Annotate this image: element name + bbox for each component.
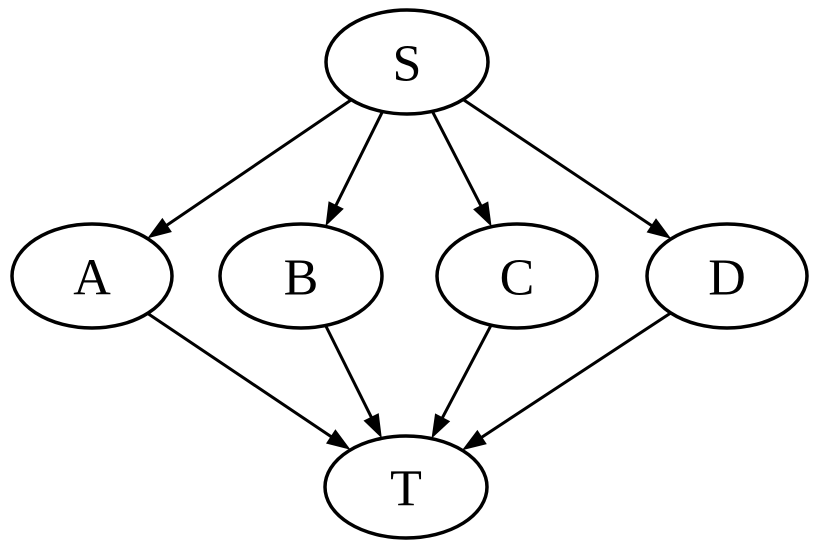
node-A: A [10,222,174,330]
node-D: D [645,222,809,330]
node-label-T: T [390,461,422,518]
edge-S-A [164,98,353,228]
node-label-C: C [500,250,535,307]
node-T: T [323,434,489,540]
node-ellipse-T [323,434,489,540]
node-ellipse-S [324,8,490,116]
edge-S-C [431,110,483,208]
node-ellipse-B [218,222,384,330]
arrowhead-C-T [431,413,451,439]
node-label-S: S [393,36,422,93]
arrowhead-A-T [326,429,351,450]
node-C: C [435,222,599,330]
node-ellipse-D [645,222,809,330]
edge-S-D [462,98,654,228]
node-ellipse-A [10,222,174,330]
edge-D-T [479,311,672,440]
arrowhead-B-T [363,413,382,439]
edge-B-T [324,324,374,420]
arrowhead-D-T [462,429,487,451]
edge-S-B [333,110,384,208]
arrowhead-S-B [325,201,344,227]
arrowhead-S-D [646,218,672,239]
node-label-D: D [708,250,746,307]
arrowhead-S-A [147,217,172,239]
node-B: B [218,222,384,330]
node-ellipse-C [435,222,599,330]
node-label-A: A [73,250,111,307]
edge-C-T [440,324,493,420]
arrowhead-S-C [473,201,492,227]
node-S: S [324,8,490,116]
node-label-B: B [284,250,319,307]
edge-A-T [146,312,334,439]
